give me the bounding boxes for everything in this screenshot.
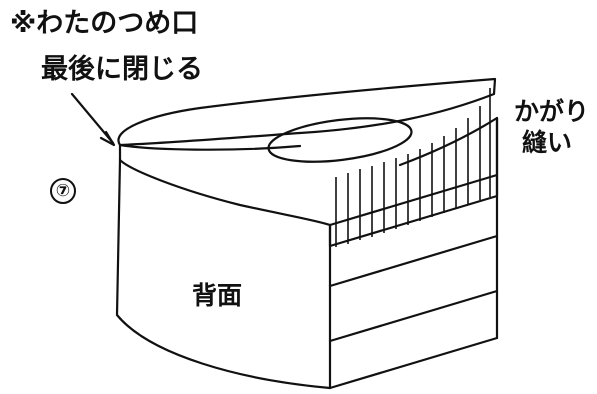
blind-stitch-label-line1: かがり (514, 97, 590, 126)
curved-back-side (115, 158, 332, 390)
top-lid-edge (118, 143, 302, 151)
layer-seam-1 (328, 234, 499, 288)
step-number-badge: ⑦ (50, 178, 76, 204)
top-lid-outline (117, 77, 497, 147)
blind-stitch-marks (335, 88, 491, 247)
stuffing-opening-label: ※わたのつめ口 (10, 8, 199, 39)
close-last-label: 最後に閉じる (41, 54, 203, 85)
lid-oval (267, 117, 413, 163)
bottom-front-edge (328, 336, 499, 390)
lower-layer-top (118, 116, 499, 227)
back-side-label: 背面 (192, 281, 243, 310)
pointer-arrowhead (99, 130, 116, 147)
top-wall-band (328, 173, 499, 248)
layer-seam-2 (328, 289, 499, 343)
blind-stitch-label-line2: 縫い (522, 128, 573, 157)
pointer-line (70, 92, 115, 145)
